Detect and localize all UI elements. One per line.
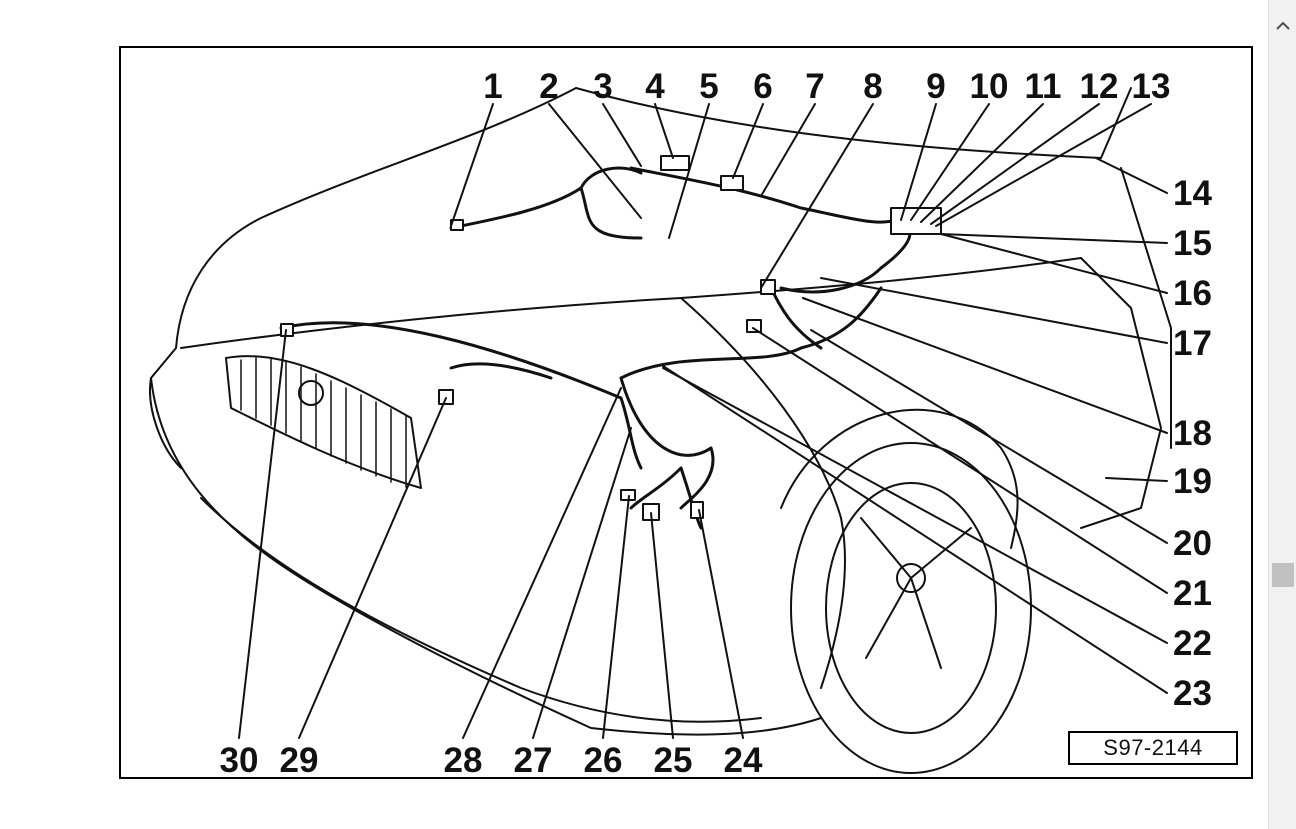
leader-line-29 [298, 397, 447, 739]
leader-line-22 [662, 367, 1168, 644]
leader-line-7 [760, 103, 816, 197]
callout-24: 24 [724, 741, 763, 777]
wheel-arch [780, 408, 1019, 549]
callout-12: 12 [1080, 67, 1119, 106]
badge-emblem [298, 380, 324, 406]
callout-23: 23 [1173, 674, 1212, 713]
leader-line-10 [910, 103, 990, 221]
leader-line-14 [1095, 157, 1168, 194]
grille-bars [240, 357, 407, 488]
callout-9: 9 [926, 67, 945, 106]
callout-6: 6 [753, 67, 772, 106]
side-panel [1080, 257, 1162, 529]
callout-1: 1 [483, 67, 502, 106]
callout-3: 3 [593, 67, 612, 106]
leader-line-15 [940, 233, 1168, 244]
leader-line-2 [548, 103, 642, 219]
leader-line-9 [900, 103, 937, 221]
leader-lines [238, 103, 1168, 739]
callout-14: 14 [1173, 174, 1212, 213]
scroll-thumb[interactable] [1272, 563, 1294, 587]
leader-line-20 [810, 329, 1168, 544]
callout-21: 21 [1173, 574, 1212, 613]
leader-line-25 [650, 512, 674, 739]
callout-2: 2 [539, 67, 558, 106]
callout-5: 5 [699, 67, 718, 106]
callout-4: 4 [645, 67, 665, 106]
wheel-hub [896, 563, 926, 593]
callout-16: 16 [1173, 274, 1212, 313]
leader-line-26 [602, 495, 630, 739]
callout-20: 20 [1173, 524, 1212, 563]
callout-26: 26 [584, 741, 623, 777]
car-hood-outline [149, 87, 577, 469]
leader-line-27 [532, 427, 632, 739]
car-front-illustration: 1234567891011121314151617181920212223242… [149, 67, 1213, 777]
callout-15: 15 [1173, 224, 1212, 263]
bumper-lower [200, 497, 762, 723]
leader-line-17 [820, 277, 1168, 344]
connectors [280, 155, 942, 521]
callout-30: 30 [220, 741, 259, 777]
windshield-outline [575, 87, 1132, 159]
hood-edge [180, 257, 1082, 349]
leader-line-5 [668, 103, 710, 239]
leader-line-13 [935, 103, 1152, 227]
callout-11: 11 [1025, 67, 1062, 106]
leader-line-19 [1105, 477, 1168, 482]
callout-29: 29 [280, 741, 319, 777]
leader-line-4 [654, 103, 674, 159]
callout-22: 22 [1173, 624, 1212, 663]
callout-27: 27 [514, 741, 553, 777]
leader-line-30 [238, 329, 287, 739]
vertical-scrollbar[interactable] [1268, 0, 1296, 829]
callout-7: 7 [805, 67, 824, 106]
bumper-outline [150, 377, 822, 736]
figure-reference-code: S97-2144 [1068, 731, 1238, 765]
callout-17: 17 [1173, 324, 1212, 363]
leader-line-23 [662, 365, 1168, 694]
leader-line-18 [802, 297, 1168, 434]
front-wheel-tire [790, 442, 1032, 774]
callout-25: 25 [654, 741, 693, 777]
callout-28: 28 [444, 741, 483, 777]
wheel-spokes [860, 517, 972, 669]
leader-line-16 [940, 233, 1168, 294]
callout-18: 18 [1173, 414, 1212, 453]
leader-line-21 [752, 327, 1168, 594]
leader-line-8 [760, 103, 874, 289]
leader-line-3 [602, 103, 642, 167]
callout-10: 10 [970, 67, 1009, 106]
leader-line-12 [930, 103, 1100, 225]
chevron-up-icon[interactable] [1269, 14, 1296, 38]
callout-19: 19 [1173, 462, 1212, 501]
door-line [1120, 167, 1172, 449]
callout-13: 13 [1132, 67, 1171, 106]
callout-8: 8 [863, 67, 882, 106]
leader-line-28 [462, 387, 622, 739]
front-wheel-rim [825, 482, 997, 734]
leader-line-6 [732, 103, 764, 179]
leader-line-24 [698, 509, 744, 739]
leader-line-1 [450, 103, 494, 227]
leader-line-11 [920, 103, 1044, 223]
